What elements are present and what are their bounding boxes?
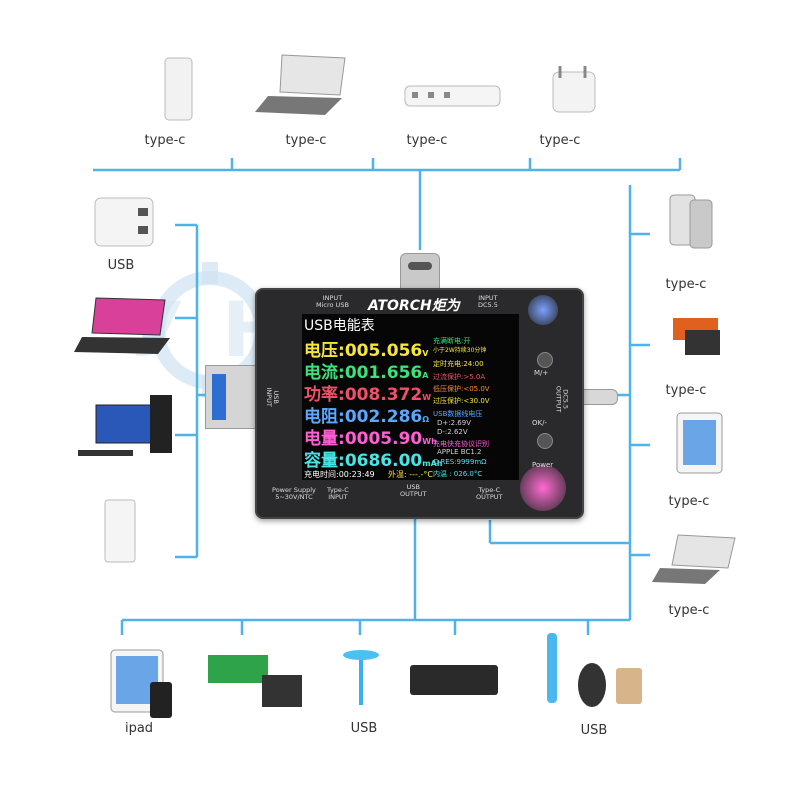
laptop-icon	[74, 297, 170, 354]
port-label-type-c-input: Type-C INPUT	[327, 486, 349, 502]
label-right-2: type-c	[665, 383, 707, 398]
capacity-row: 容量:0686.00mAh	[304, 451, 443, 471]
label-right-4: type-c	[668, 603, 710, 618]
mouse-icon	[578, 663, 606, 707]
energy-value: 0005.90	[344, 429, 423, 449]
current-row: 电流:001.656A	[304, 363, 429, 383]
type-c-plug	[400, 253, 440, 293]
label-right-3: type-c	[668, 494, 710, 509]
cutoff-condition: 小于2W持续30分钟	[433, 347, 487, 354]
fast-charge-protocol: APPLE BC1.2	[437, 448, 482, 456]
menu-plus-button[interactable]	[537, 352, 553, 368]
power-bank-icon	[104, 499, 136, 563]
laptop-icon	[652, 534, 736, 584]
timer-charge: 定时充电:24:00	[433, 360, 484, 368]
current-value: 001.656	[344, 363, 423, 383]
resistance-row: 电阻:002.286Ω	[304, 407, 430, 427]
d-minus-voltage: D-:2.62V	[437, 428, 468, 436]
label-top-2: type-c	[285, 133, 327, 148]
energy-row: 电量:0005.90Wh	[304, 429, 437, 449]
tablet-icon	[676, 412, 723, 474]
over-current-protection: 过流保护:>5.0A	[433, 373, 486, 381]
port-label-power-supply: Power Supply 5~30V/NTC	[272, 486, 316, 502]
label-top-3: type-c	[406, 133, 448, 148]
resistance-value: 002.286	[344, 407, 423, 427]
dc-output-pin	[578, 389, 618, 405]
desktop-computer-icon	[78, 395, 172, 456]
label-right-1: type-c	[665, 277, 707, 292]
port-label-dc-input: INPUT DC5.5	[478, 294, 498, 310]
label-left-1: USB	[107, 258, 135, 273]
button-label-ok: OK/-	[532, 419, 547, 427]
label-bottom-2: USB	[350, 721, 378, 736]
power-led	[520, 465, 566, 511]
d-plus-voltage: D+:2.69V	[437, 419, 471, 427]
wall-charger-icon	[552, 66, 596, 113]
power-strip-icon	[404, 85, 501, 107]
external-drive-icon	[616, 668, 642, 704]
power-value: 008.372	[344, 385, 423, 405]
fast-charge-protocol-title: 充电快充协议识别	[433, 440, 489, 448]
laptop-icon	[255, 54, 346, 115]
capacity-value: 0686.00	[344, 451, 423, 471]
voltage-row: 电压:005.056V	[304, 341, 429, 361]
label-top-4: type-c	[539, 133, 581, 148]
internal-temperature: 内温 : 026.0°C	[433, 470, 483, 478]
port-label-micro-usb: INPUT Micro USB	[316, 294, 349, 310]
port-label-dc-output: DC5.5 OUTPUT	[554, 385, 570, 413]
label-bottom-1: ipad	[124, 721, 154, 736]
cable-resistance: C-RES:9999mΩ	[433, 458, 487, 466]
external-temperature: 外温: ---.-°C	[388, 470, 433, 479]
port-label-type-c-output: Type-C OUTPUT	[476, 486, 503, 502]
usb-lamp-icon	[547, 633, 557, 703]
button-label-menu: M/+	[534, 369, 549, 377]
data-line-voltage-title: USB数据线电压	[433, 410, 483, 418]
charge-time: 充电时间:00:23:49	[304, 470, 375, 479]
bluetooth-led	[528, 295, 558, 325]
port-label-usb-output: USB OUTPUT	[400, 483, 427, 499]
power-row: 功率:008.372W	[304, 385, 432, 405]
electronic-load-icon	[208, 655, 302, 707]
keyboard-icon	[410, 665, 498, 695]
usb-fan-icon	[343, 650, 379, 705]
label-bottom-3: USB	[580, 723, 608, 738]
smartphone-icon	[669, 194, 713, 249]
screen-title: USB电能表	[304, 318, 375, 334]
label-top-1: type-c	[144, 133, 186, 148]
voltage-value: 005.056	[344, 341, 423, 361]
low-voltage-protection: 低压保护:<05.0V	[433, 385, 490, 393]
button-label-power: Power	[532, 461, 554, 469]
power-bank-icon	[164, 57, 193, 121]
over-voltage-protection: 过压保护:<30.0V	[433, 397, 490, 405]
full-cutoff-status: 充满断电:开	[433, 337, 471, 345]
tablet-icon	[110, 649, 172, 718]
port-label-usb-input: USB INPUT	[264, 387, 280, 407]
electronic-load-icon	[673, 318, 720, 355]
usb-charger-icon	[94, 197, 154, 247]
brand-logo: ATORCH炬为	[368, 298, 460, 314]
ok-minus-button[interactable]	[537, 433, 553, 449]
lcd-screen: USB电能表 电压:005.056V 电流:001.656A 功率:008.37…	[302, 314, 519, 480]
